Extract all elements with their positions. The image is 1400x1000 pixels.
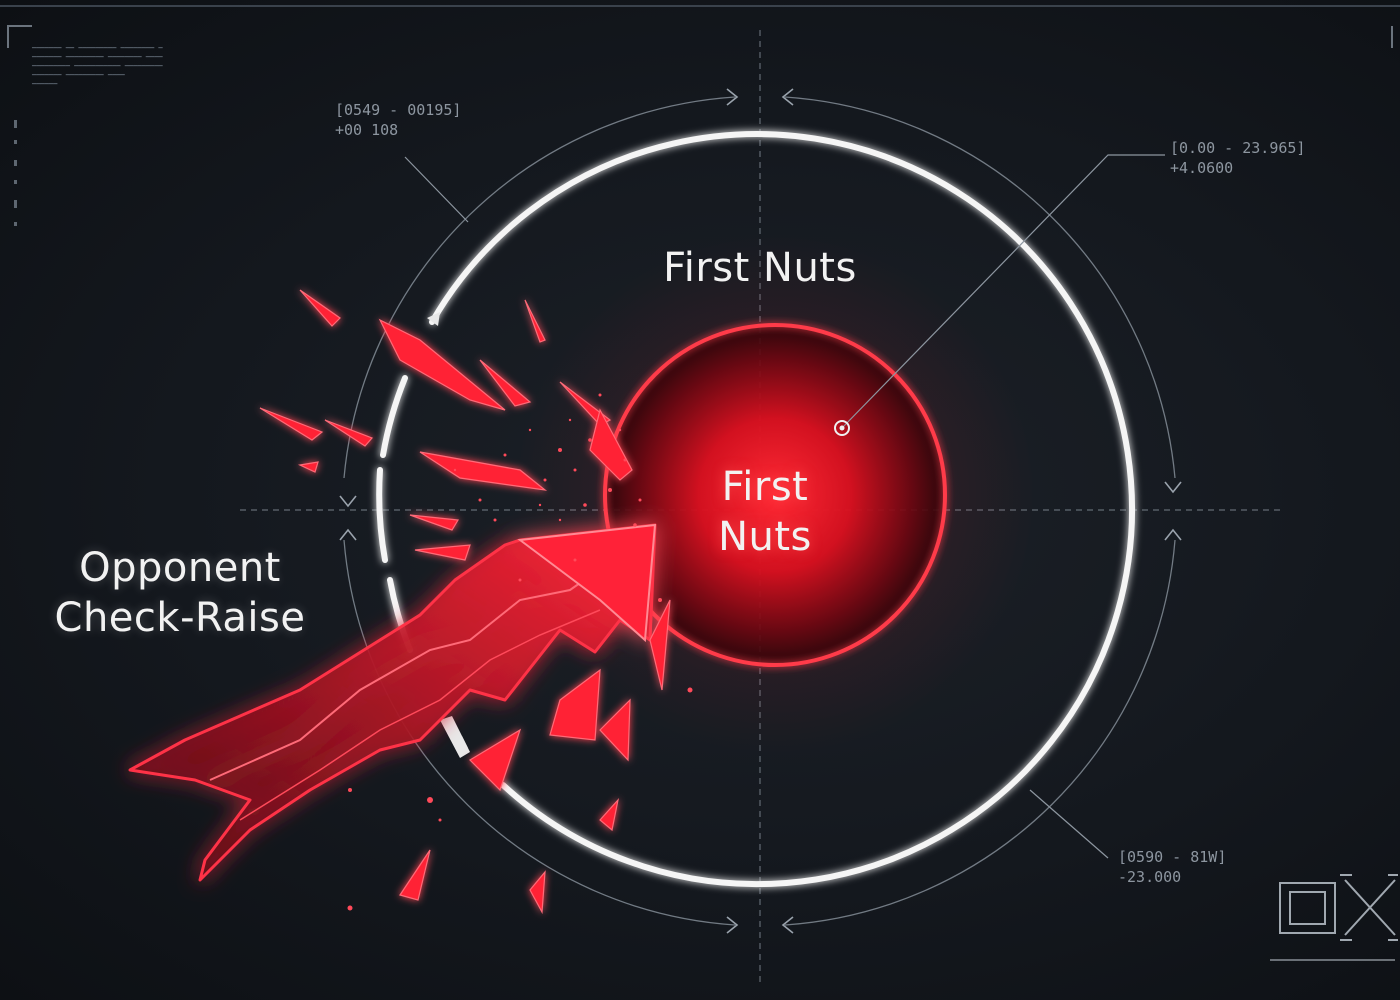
target-dot-icon	[834, 420, 850, 436]
readout-top-left-value: +00 108	[335, 121, 399, 139]
hud-emblem-icon	[1270, 874, 1398, 961]
core-ring	[603, 323, 947, 667]
chevron-arrow-icon	[339, 88, 1182, 934]
sparks	[347, 393, 693, 911]
readout-top-right-value: +4.0600	[1170, 159, 1234, 177]
hud-left-ticks	[14, 120, 17, 226]
readout-top-right: [0.00 - 23.965] +4.0600	[1170, 138, 1305, 178]
guide-arcs	[343, 96, 1176, 926]
attack-arrow	[128, 523, 657, 882]
callout-lines	[404, 154, 1165, 859]
readout-top-right-range: [0.00 - 23.965]	[1170, 139, 1306, 157]
attack-label-line-2: Check-Raise	[54, 595, 306, 641]
core-label-line-1: First	[721, 464, 809, 510]
corner-bracket-tl	[7, 25, 32, 48]
ring-fragments	[427, 312, 470, 758]
attack-label-line-1: Opponent	[79, 545, 281, 591]
core-label-line-2: Nuts	[718, 514, 812, 560]
hud-microtext: ━━━━━━━ ━━ ━━━━━━━━━ ━━━━━━━━ ━ ━━━━━━━ …	[32, 44, 163, 88]
outer-ring-label: First Nuts	[663, 245, 857, 291]
readout-bottom-right-value: -23.000	[1118, 868, 1182, 886]
attack-label: Opponent Check-Raise	[20, 543, 340, 643]
outer-ring	[376, 131, 1135, 888]
readout-top-left: [0549 - 00195] +00 108	[335, 100, 461, 140]
readout-bottom-right-range: [0590 - 81W]	[1118, 848, 1227, 866]
readout-top-left-range: [0549 - 00195]	[335, 101, 462, 119]
core-label: First Nuts	[665, 462, 865, 562]
shards	[259, 289, 671, 915]
readout-bottom-right: [0590 - 81W] -23.000	[1118, 847, 1226, 887]
